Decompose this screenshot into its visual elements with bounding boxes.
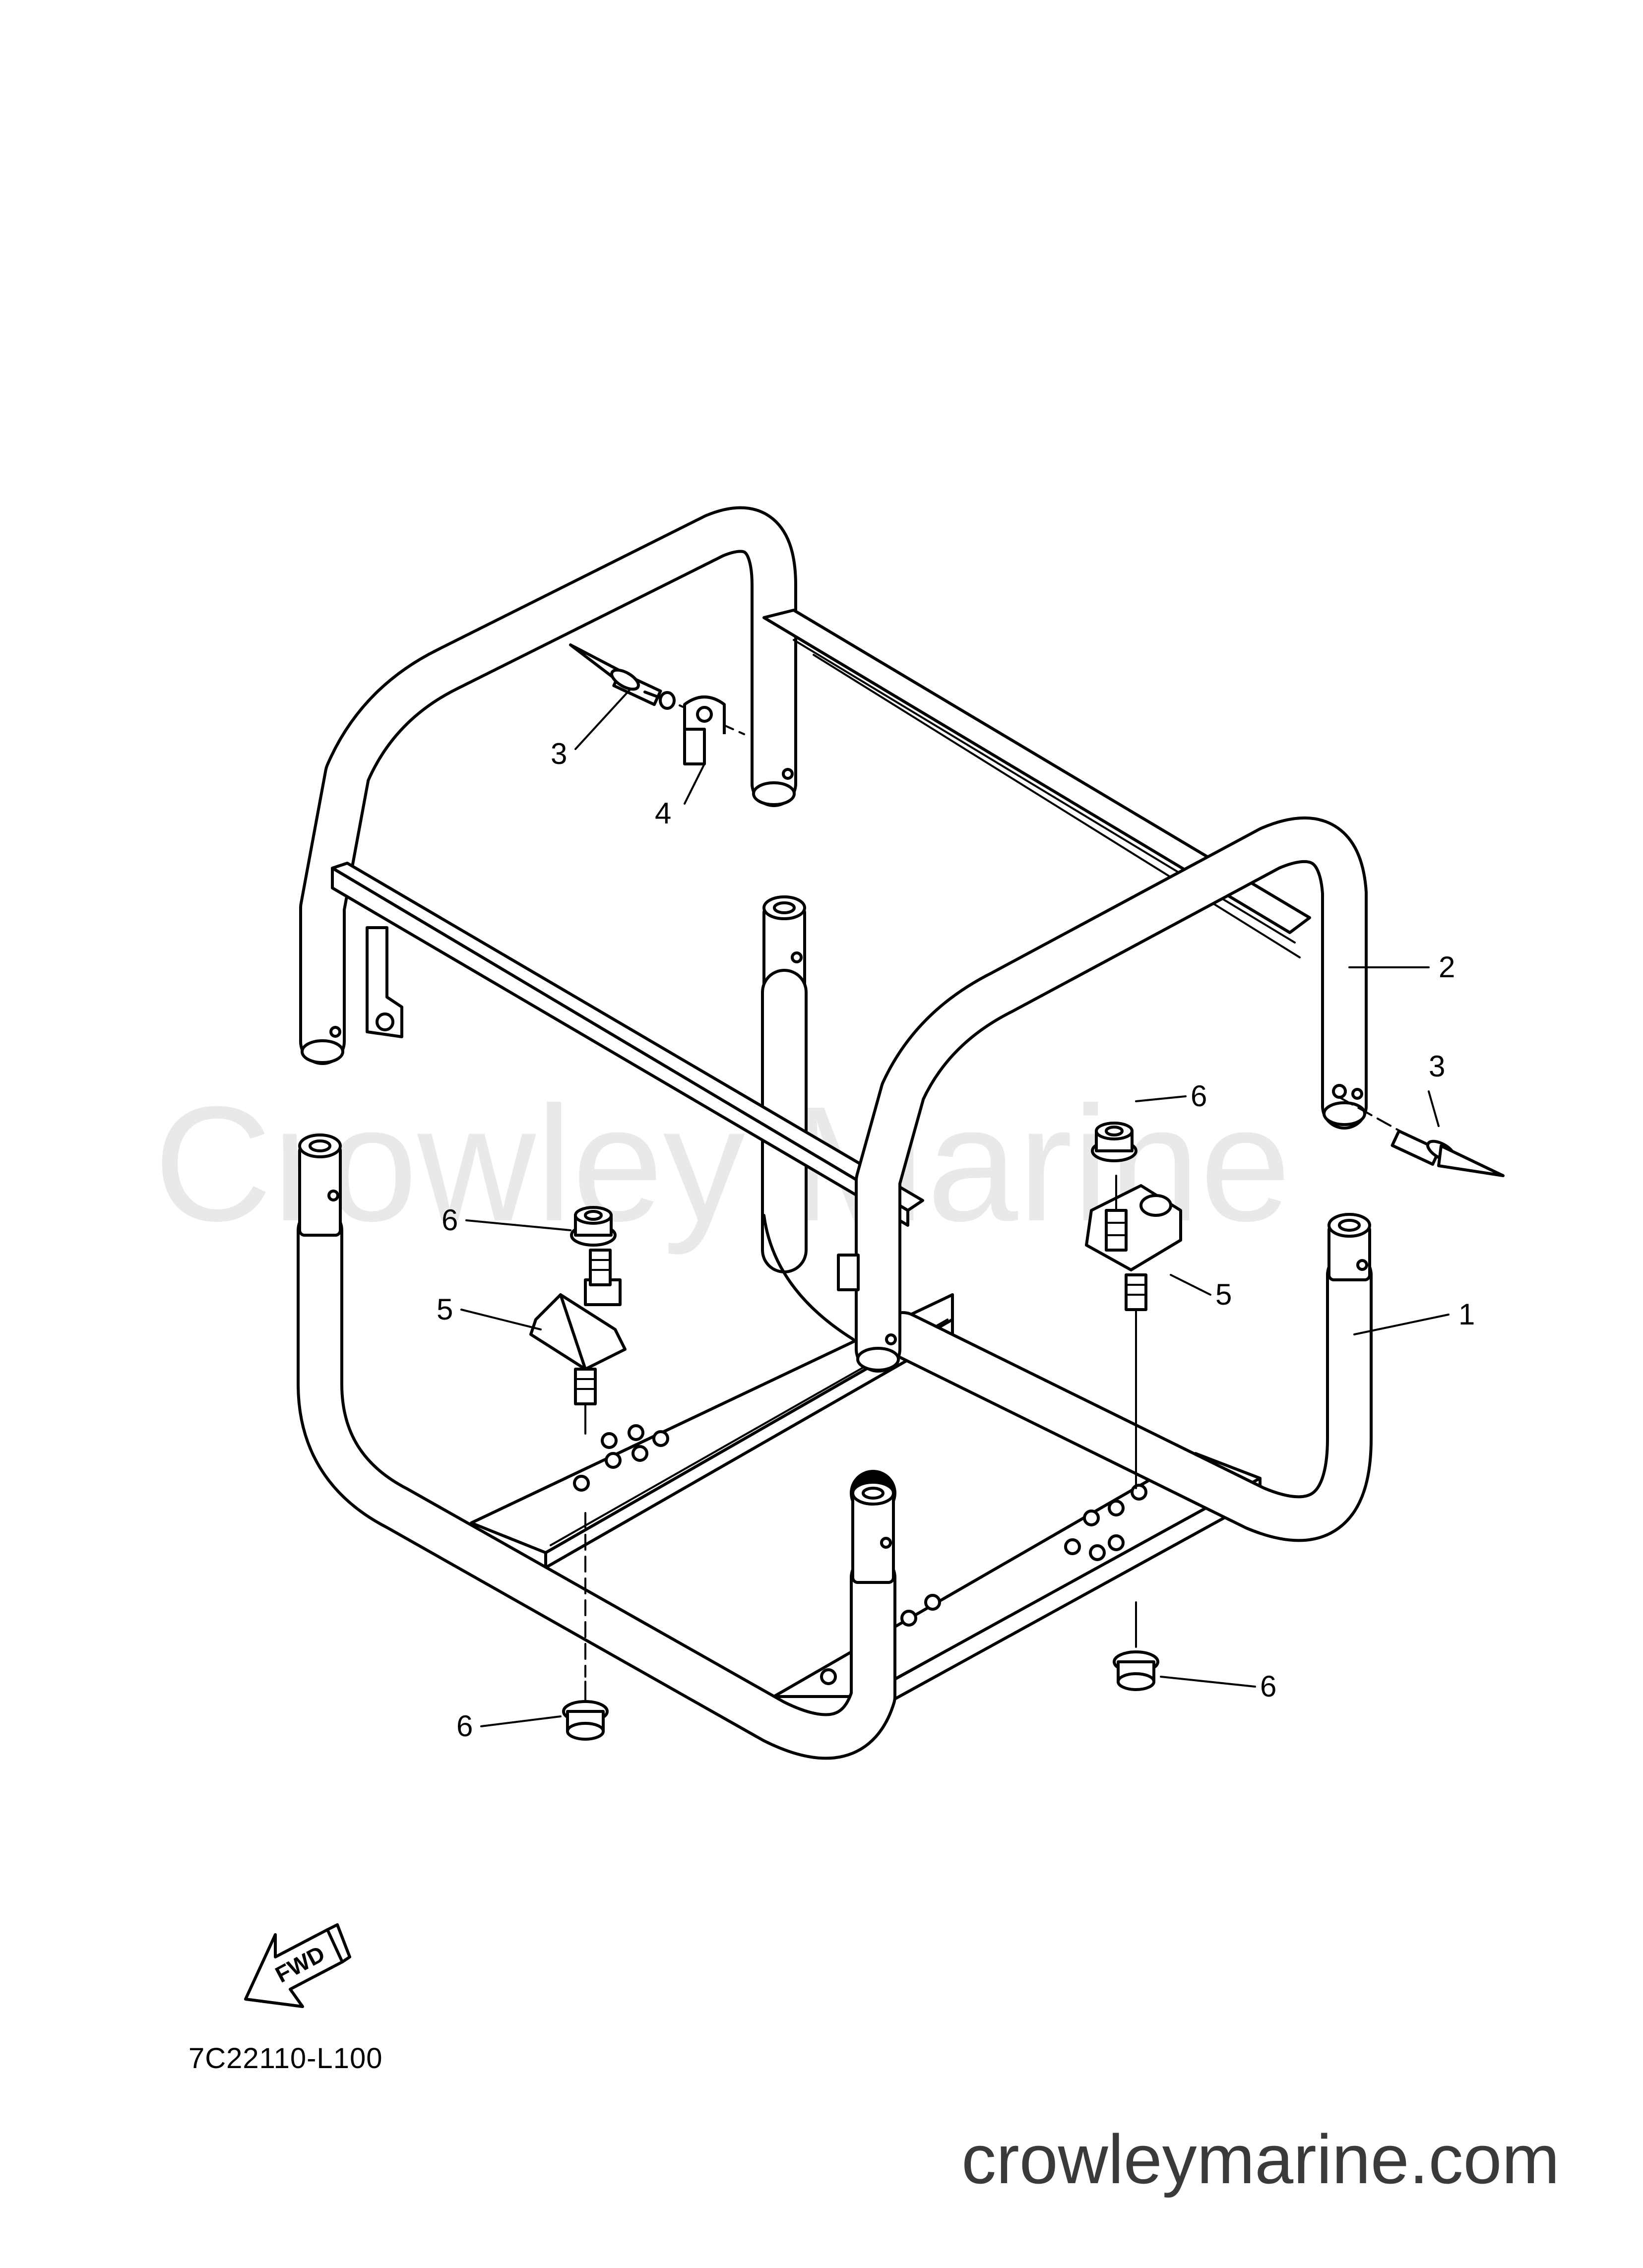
part-code: 7C22110-L100 <box>189 2042 383 2075</box>
lower-frame-tube <box>297 895 1373 1760</box>
flange-nut-lower-left <box>562 1700 609 1741</box>
fwd-arrow-icon: FWD <box>244 1923 351 2008</box>
callout-3-upper: 3 <box>551 737 567 770</box>
site-url[interactable]: crowleymarine.com <box>961 2120 1560 2198</box>
callout-6-lower-right: 6 <box>1260 1670 1276 1703</box>
callout-3-right: 3 <box>1429 1050 1445 1083</box>
upper-handle-tube <box>299 506 1368 1373</box>
rivet-right <box>1332 1084 1505 1177</box>
flange-nut-upper-left <box>570 1206 617 1247</box>
callout-6-upper-left: 6 <box>442 1203 458 1237</box>
base-rail-left <box>470 1293 954 1569</box>
flange-nut-lower-right <box>1113 1601 1159 1691</box>
callout-5-left: 5 <box>437 1293 453 1326</box>
rivet-upper <box>569 643 745 735</box>
callout-6-upper-right: 6 <box>1191 1079 1207 1113</box>
callout-leaders <box>460 689 1450 1727</box>
callout-6-lower-left: 6 <box>456 1709 473 1743</box>
callout-1: 1 <box>1458 1298 1475 1331</box>
mount-left <box>529 1249 627 1707</box>
clip-upper <box>683 695 726 765</box>
callout-5-right: 5 <box>1215 1278 1232 1311</box>
flange-nut-upper-right <box>1091 1122 1137 1162</box>
callout-2: 2 <box>1439 950 1455 984</box>
callout-4: 4 <box>655 797 671 830</box>
mount-right <box>1085 1175 1182 1489</box>
